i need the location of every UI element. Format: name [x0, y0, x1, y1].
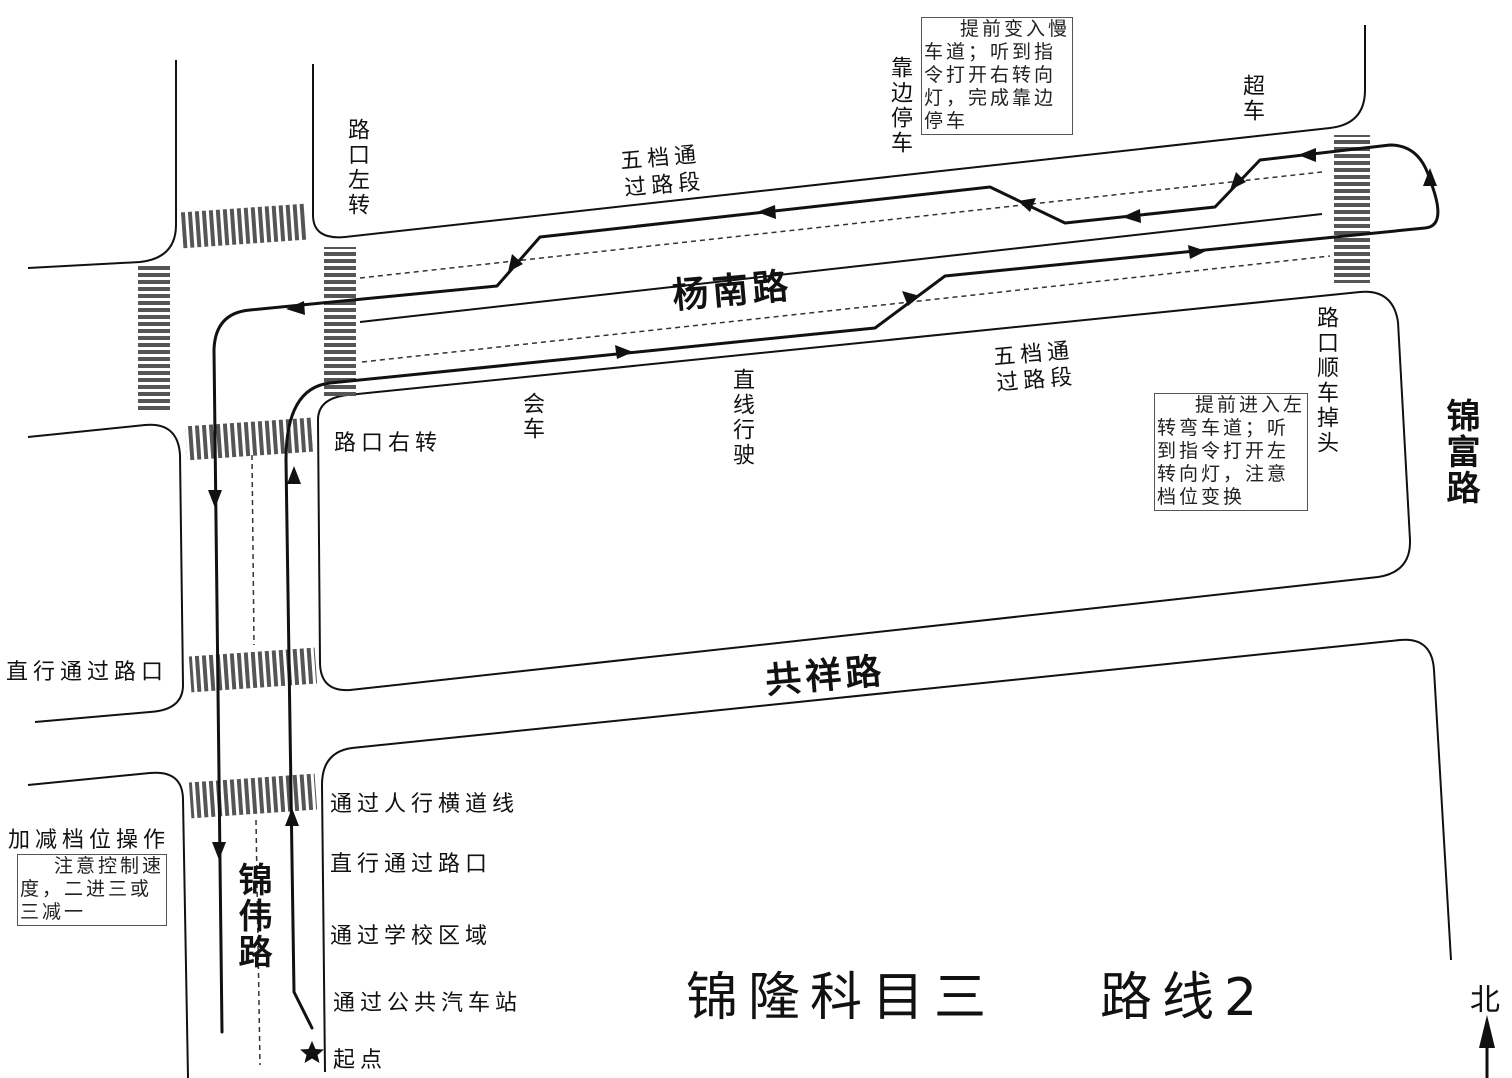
- ann-meet: 会车: [519, 392, 544, 442]
- note-u-turn-line-2: 转弯车道；听: [1157, 417, 1290, 439]
- ann-straight-intersection-left: 直行通过路口: [6, 660, 169, 685]
- note-u-turn-line-4: 转向灯，注意: [1157, 463, 1290, 485]
- ann-right-turn: 路口右转: [334, 431, 443, 456]
- ann-pull-over: 靠边停车: [887, 56, 912, 156]
- ann-overtake: 超车: [1239, 74, 1264, 124]
- ann-crosswalk: 通过人行横道线: [330, 792, 520, 817]
- arrow-down-2: [212, 842, 226, 860]
- note-gear-op-line-2: 度，二进三或: [20, 878, 153, 900]
- ann-start: 起点: [333, 1048, 388, 1073]
- note-u-turn-line-5: 档位变换: [1157, 486, 1246, 508]
- ann-straight: 直线行驶: [729, 368, 754, 468]
- note-pull-over: 提前变入慢 车道；听到指 令打开右转向 灯，完成靠边 停车: [921, 17, 1073, 135]
- note-pull-over-line-3: 令打开右转向: [924, 64, 1057, 86]
- ann-straight-intersection: 直行通过路口: [330, 852, 493, 877]
- driving-route: [212, 143, 1440, 1034]
- crosswalk-6: [188, 773, 318, 819]
- arrow-right-2: [902, 291, 920, 306]
- crosswalk-4: [184, 417, 314, 461]
- note-pull-over-line-2: 车道；听到指: [924, 41, 1057, 63]
- note-pull-over-line-1: 提前变入慢: [959, 18, 1070, 40]
- note-pull-over-line-5: 停车: [924, 110, 969, 132]
- note-pull-over-line-4: 灯，完成靠边: [924, 87, 1057, 109]
- title-left: 锦隆科目三: [686, 968, 997, 1028]
- arrow-down-1: [208, 490, 222, 508]
- road-jinwei: 锦伟路: [232, 862, 272, 970]
- ann-gear-op: 加减档位操作: [8, 828, 171, 853]
- arrow-up-start: [287, 466, 301, 484]
- yangnan-center-line: [359, 213, 1323, 323]
- crosswalk-5: [188, 647, 318, 693]
- block-bottom-right-edge: [321, 784, 326, 1073]
- route-line: [212, 143, 1440, 1034]
- arrow-left-2: [1230, 172, 1246, 190]
- north-arrow-icon: [1479, 1015, 1495, 1078]
- note-gear-op-line-3: 三减一: [20, 901, 87, 923]
- block-bottom-left: [27, 771, 189, 1078]
- arrow-up-bottom: [285, 808, 299, 826]
- road-jinfu: 锦富路: [1440, 398, 1480, 506]
- crosswalk-7: [1334, 135, 1370, 283]
- block-center: [316, 290, 1412, 692]
- ann-bus: 通过公共汽车站: [333, 991, 523, 1016]
- arrow-right-1: [615, 345, 633, 359]
- ann-left-turn: 路口左转: [344, 118, 369, 218]
- crosswalks: [138, 135, 1370, 819]
- arrow-left-1: [1298, 148, 1316, 162]
- note-u-turn: 提前进入左 转弯车道；听 到指令打开左 转向灯，注意 档位变换: [1154, 393, 1308, 511]
- arrow-left-6: [508, 254, 523, 272]
- lane-dashes: [251, 171, 1331, 1066]
- arrow-left-3: [1122, 209, 1141, 223]
- ann-school: 通过学校区域: [330, 924, 493, 949]
- arrow-left-4: [1018, 198, 1036, 212]
- arrow-right-3: [1188, 245, 1206, 259]
- note-u-turn-line-1: 提前进入左: [1194, 394, 1305, 416]
- title-right: 路线2: [1100, 968, 1268, 1028]
- arrow-up-uturn: [1423, 168, 1437, 186]
- road-outlines: [27, 25, 1452, 1078]
- note-u-turn-line-3: 到指令打开左: [1157, 440, 1290, 462]
- block-top-middle: [312, 25, 1366, 239]
- note-gear-op-line-1: 注意控制速: [53, 855, 164, 877]
- crosswalk-1: [180, 203, 309, 249]
- note-gear-op: 注意控制速 度，二进三或 三减一: [17, 854, 167, 926]
- block-bottom-right: [321, 638, 1452, 961]
- block-top-left: [27, 60, 177, 269]
- road-gongxiang: 共祥路: [763, 650, 887, 703]
- route-arrows: [208, 148, 1437, 860]
- ann-u-turn: 路口顺车掉头: [1313, 306, 1338, 456]
- block-mid-left: [27, 423, 185, 723]
- north-label: 北: [1470, 983, 1500, 1018]
- road-yangnan: 杨南路: [670, 265, 794, 318]
- arrow-left-5: [757, 205, 776, 219]
- crosswalk-3: [324, 247, 356, 397]
- arrow-left-7: [286, 301, 305, 315]
- start-star-icon: [300, 1041, 324, 1063]
- crosswalk-2: [138, 265, 170, 410]
